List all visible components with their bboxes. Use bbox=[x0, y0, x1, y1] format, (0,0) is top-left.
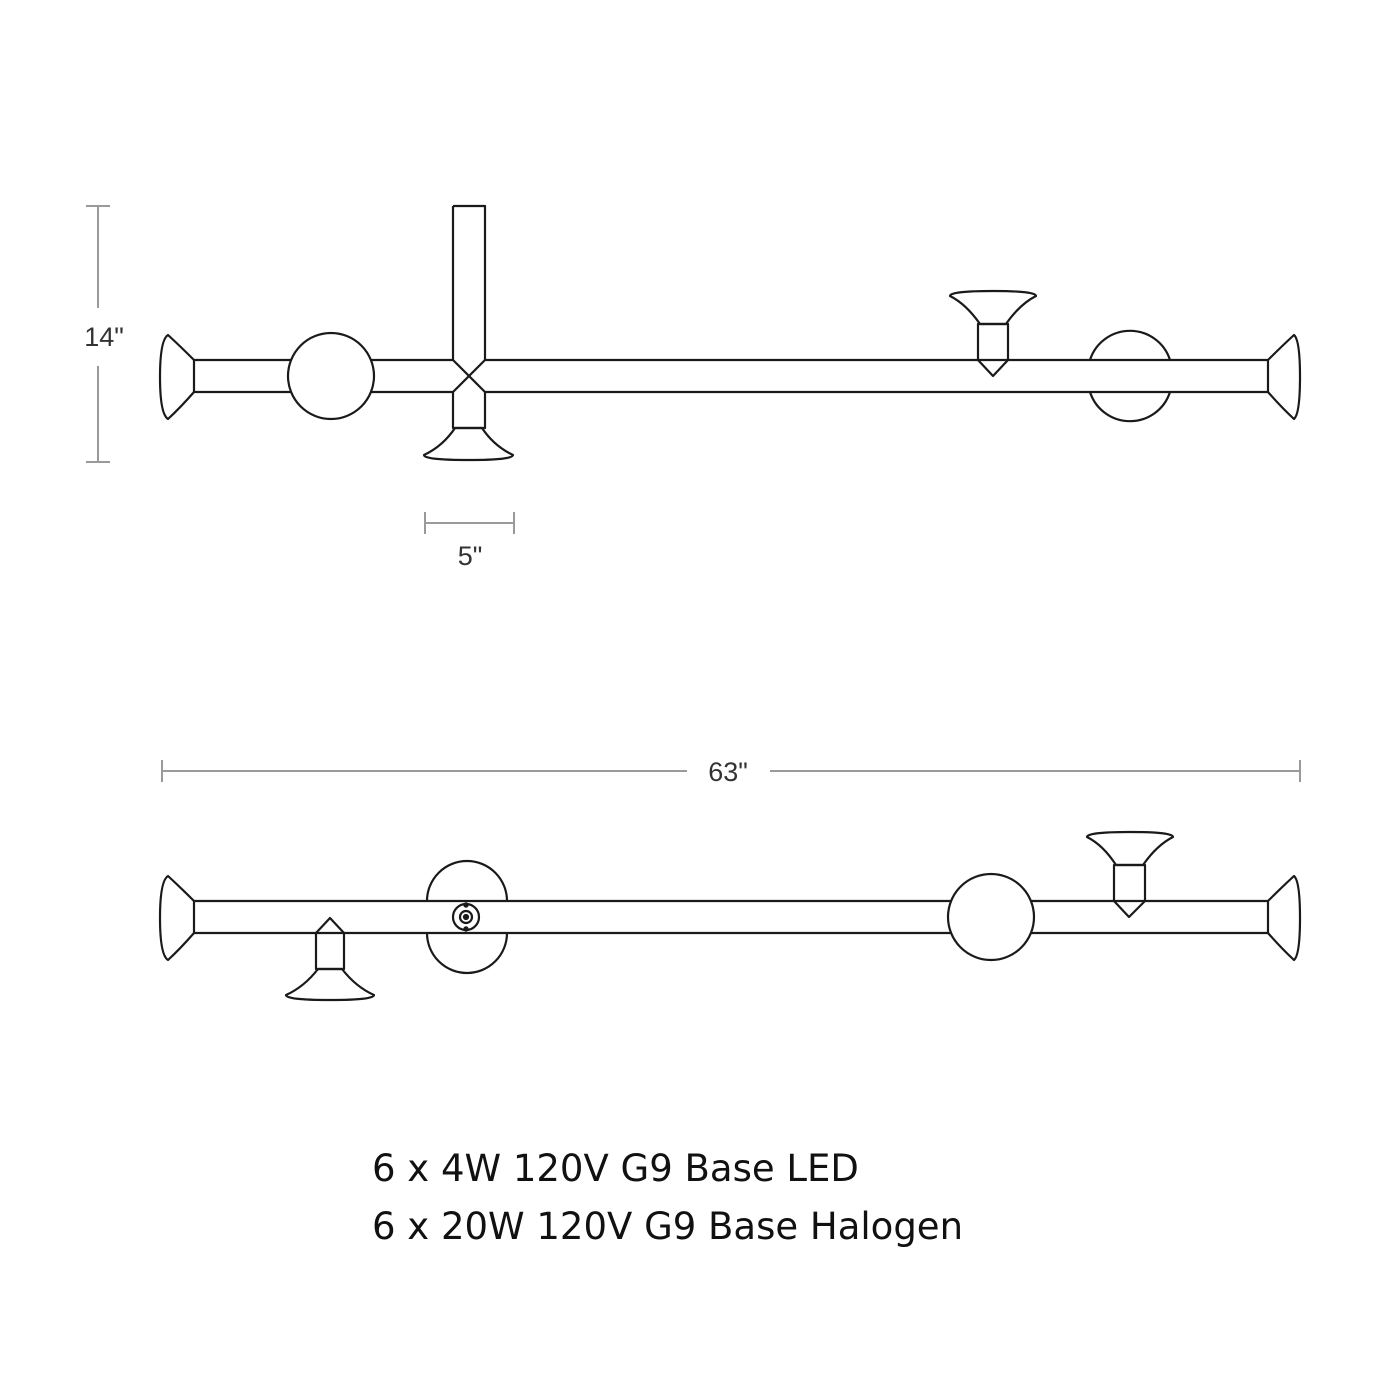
bottom-upper-stub bbox=[1112, 863, 1147, 919]
spacing-dimension: 5" bbox=[424, 512, 515, 571]
bottom-lower-shade bbox=[284, 967, 376, 1002]
spec-led: 6 x 4W 120V G9 Base LED bbox=[372, 1147, 859, 1190]
spec-halogen: 6 x 20W 120V G9 Base Halogen bbox=[372, 1205, 964, 1248]
top-bar-right bbox=[487, 358, 1270, 394]
spacing-label: 5" bbox=[458, 541, 483, 571]
bottom-lower-stub bbox=[314, 916, 346, 971]
top-left-globe bbox=[286, 331, 376, 421]
width-dimension: 63" bbox=[161, 757, 1301, 787]
top-upper-shade bbox=[948, 289, 1038, 326]
height-label: 14" bbox=[84, 322, 124, 352]
top-lower-shade bbox=[422, 426, 515, 462]
top-lower-stub bbox=[451, 392, 487, 430]
top-right-globe bbox=[1088, 329, 1172, 423]
bottom-view bbox=[158, 830, 1302, 1002]
top-left-end-shade bbox=[158, 333, 195, 421]
bottom-upper-shade bbox=[1085, 830, 1175, 867]
canopy-plate bbox=[425, 859, 509, 975]
bottom-globe bbox=[946, 872, 1036, 962]
top-view bbox=[158, 204, 1302, 462]
bottom-right-end-shade bbox=[1267, 874, 1302, 962]
top-upper-stub bbox=[976, 322, 1010, 378]
width-label: 63" bbox=[708, 757, 748, 787]
bulb-specifications: 6 x 4W 120V G9 Base LED 6 x 20W 120V G9 … bbox=[372, 1140, 963, 1256]
top-vertical-post bbox=[451, 204, 487, 360]
canopy-screw-bottom bbox=[463, 926, 469, 932]
canopy-mount-inner bbox=[458, 909, 474, 925]
top-right-end-shade bbox=[1267, 333, 1302, 421]
height-dimension: 14" bbox=[84, 205, 124, 463]
bottom-left-end-shade bbox=[158, 874, 195, 962]
top-junction bbox=[440, 358, 487, 394]
canopy-screw-top bbox=[463, 902, 469, 908]
bottom-bar bbox=[192, 899, 1270, 935]
canopy-mount-center bbox=[462, 913, 470, 921]
